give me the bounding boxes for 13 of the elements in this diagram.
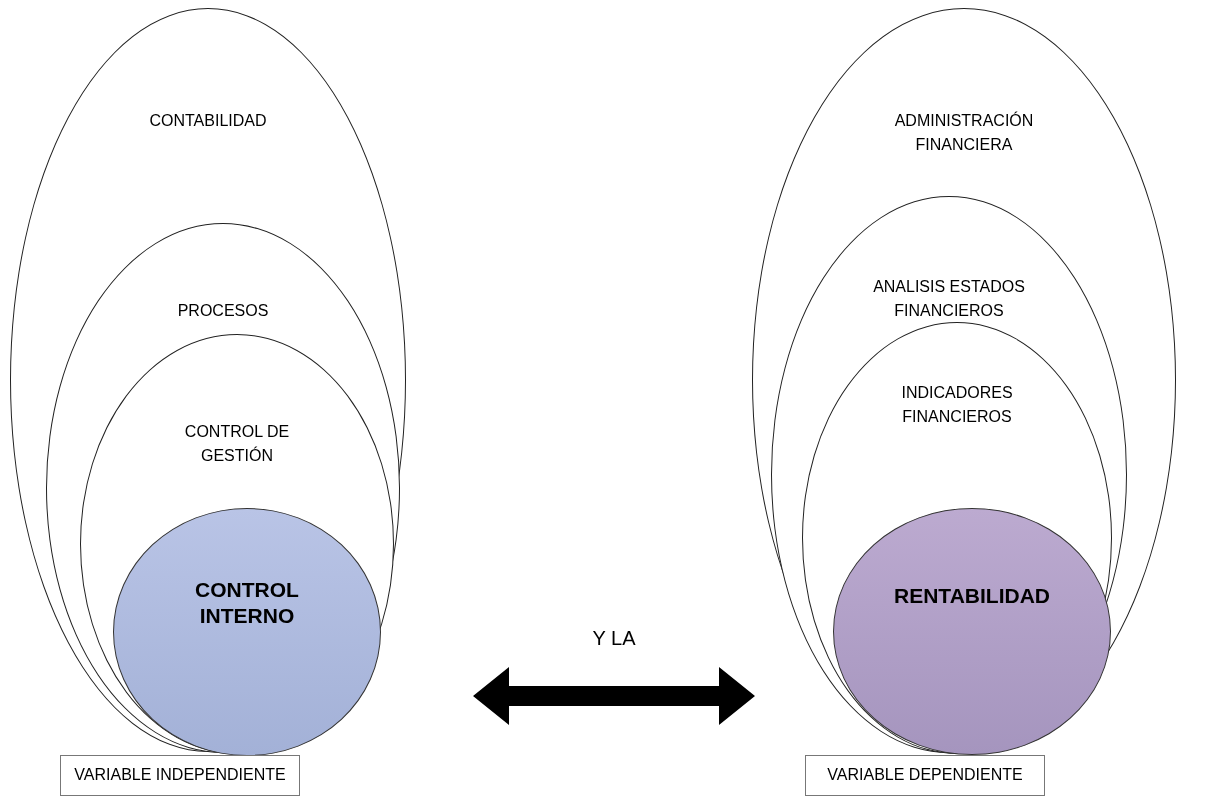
node-label: PROCESOS bbox=[176, 301, 270, 321]
node-label: ADMINISTRACIÓN FINANCIERA bbox=[893, 110, 1035, 155]
node-label: VARIABLE DEPENDIENTE bbox=[826, 765, 1024, 785]
node-label: CONTROL INTERNO bbox=[194, 577, 300, 629]
node-label: ANALISIS ESTADOS FINANCIEROS bbox=[872, 277, 1026, 321]
node-label: VARIABLE INDEPENDIENTE bbox=[73, 765, 287, 785]
double-arrow bbox=[473, 667, 755, 725]
node-label: RENTABILIDAD bbox=[893, 584, 1051, 608]
node-label: INDICADORES FINANCIEROS bbox=[900, 383, 1014, 427]
variable-box bbox=[60, 755, 300, 796]
node-label: CONTABILIDAD bbox=[148, 111, 268, 131]
node-label: CONTROL DE GESTIÓN bbox=[183, 422, 291, 466]
variable-box bbox=[805, 755, 1045, 796]
